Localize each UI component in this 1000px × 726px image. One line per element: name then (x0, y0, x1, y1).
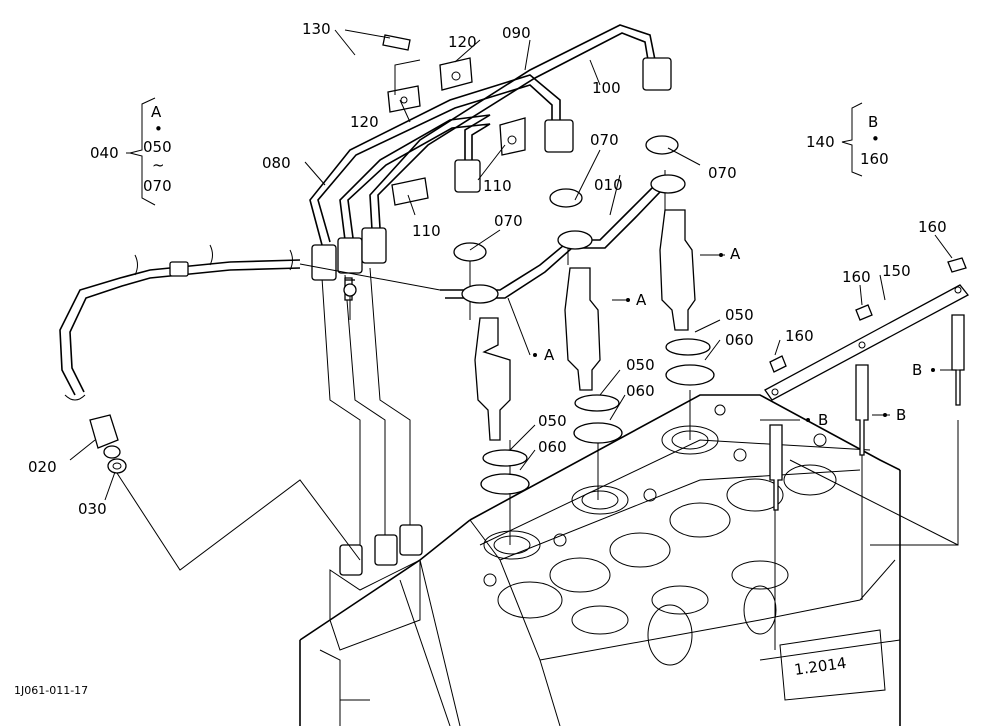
callout-050-right: 050 (725, 306, 754, 324)
ref-dot (883, 413, 887, 417)
ref-b-right: B (912, 361, 922, 379)
figure-code: 1J061-011-17 (14, 684, 88, 697)
callout-060-right: 060 (725, 331, 754, 349)
callout-060-mid: 060 (626, 382, 655, 400)
ref-b-left: B (818, 411, 828, 429)
callout-030: 030 (78, 500, 107, 518)
bracket-group-b (841, 102, 863, 177)
group-a-letter: A (151, 103, 162, 121)
callout-120-left: 120 (350, 113, 379, 131)
glow-plug-lead (764, 284, 969, 401)
ref-a-mid: A (636, 291, 647, 309)
callout-020: 020 (28, 458, 57, 476)
group-b-160: 160 (860, 150, 889, 168)
group-a-070: 070 (143, 177, 172, 195)
fuel-overflow-pipe (440, 174, 686, 304)
nozzle-holder-3 (645, 135, 715, 386)
callout-080: 080 (262, 154, 291, 172)
callout-160-a: 160 (785, 327, 814, 345)
group-a-tilde: ~ (152, 156, 165, 174)
pipe-leader-lines (114, 170, 959, 650)
pipe-clamps (343, 34, 526, 320)
return-hose (59, 244, 441, 474)
callout-120-top: 120 (448, 33, 477, 51)
ref-dot (719, 253, 723, 257)
nozzle-holder-1 (453, 242, 530, 495)
bracket-group-a (126, 97, 156, 206)
ref-dot (931, 368, 935, 372)
callout-140: 140 (806, 133, 835, 151)
injection-pump-outlets (329, 524, 423, 651)
injection-pipes (309, 24, 672, 281)
callout-090: 090 (502, 24, 531, 42)
callout-070-left: 070 (494, 212, 523, 230)
ref-a-right: A (730, 245, 741, 263)
callout-070-mid: 070 (590, 131, 619, 149)
group-a-dot: • (154, 120, 163, 138)
callout-130: 130 (302, 20, 331, 38)
callout-010: 010 (594, 176, 623, 194)
callout-160-b: 160 (842, 268, 871, 286)
callout-070-right: 070 (708, 164, 737, 182)
ref-dot (806, 418, 810, 422)
ref-dot (626, 298, 630, 302)
ref-b-mid: B (896, 406, 906, 424)
callout-050-left: 050 (538, 412, 567, 430)
callout-100: 100 (592, 79, 621, 97)
callout-150: 150 (882, 262, 911, 280)
head-casting-mark: 1.2014 (793, 654, 847, 679)
ref-a-left: A (544, 346, 555, 364)
group-b-letter: B (868, 113, 878, 131)
callout-050-mid: 050 (626, 356, 655, 374)
callout-110-left: 110 (412, 222, 441, 240)
callout-060-left: 060 (538, 438, 567, 456)
callout-160-c: 160 (918, 218, 947, 236)
callout-110-right: 110 (483, 177, 512, 195)
nozzle-holder-2 (549, 188, 623, 444)
callout-040: 040 (90, 144, 119, 162)
group-b-dot: • (871, 130, 880, 148)
group-a-050: 050 (143, 138, 172, 156)
ref-dot (533, 353, 537, 357)
